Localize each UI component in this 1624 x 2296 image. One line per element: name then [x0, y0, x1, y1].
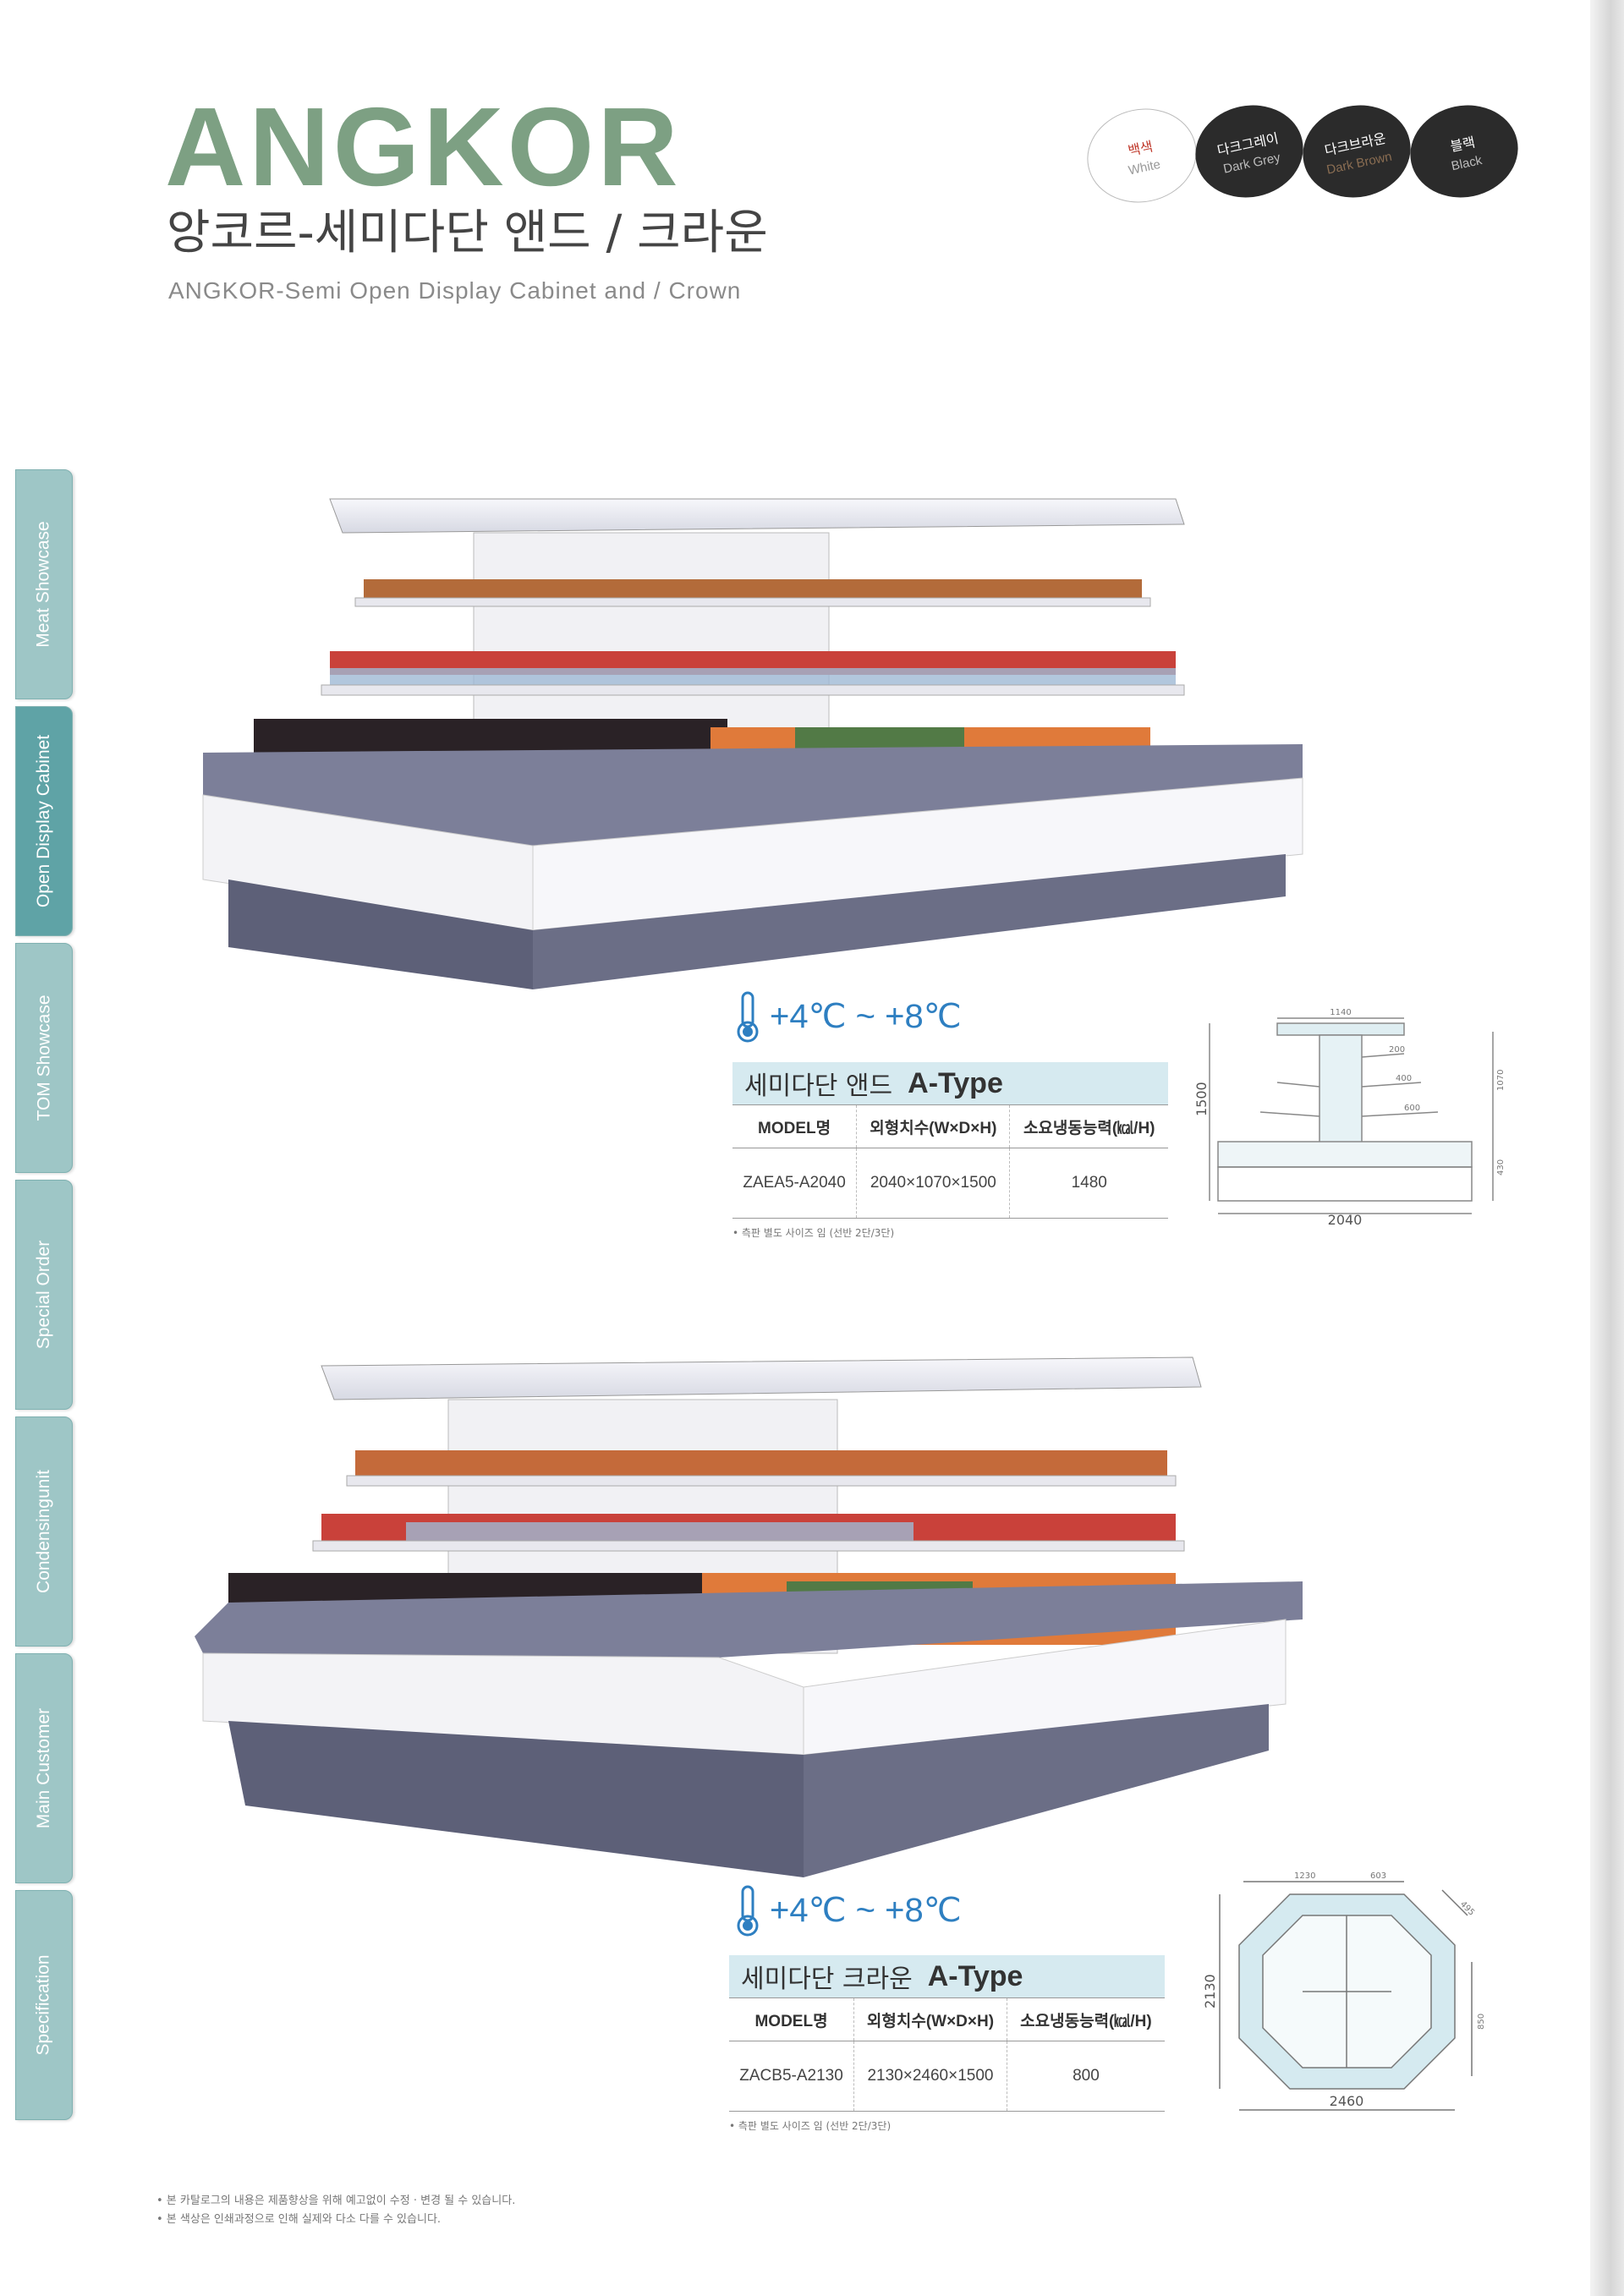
svg-text:430: 430: [1496, 1159, 1506, 1175]
color-swatch-dark-grey: 다크그레이 Dark Grey: [1187, 95, 1312, 208]
korean-title: 앙코르-세미다단 앤드 / 크라운: [167, 205, 768, 260]
crown-cabinet-image: [195, 1356, 1303, 1877]
end-cabinet-dimension-drawing: 1140 200 400 600 1070 430 1500 2040: [1193, 1008, 1506, 1228]
spec-grid-2: MODEL명 외형치수(W×D×H) 소요냉동능력(㎉/H) ZACB5-A21…: [729, 1997, 1165, 2112]
svg-text:1070: 1070: [1496, 1070, 1506, 1091]
binding-edge: [1590, 0, 1624, 2296]
svg-text:2460: 2460: [1330, 2093, 1364, 2109]
thermometer-icon: [737, 991, 759, 1043]
tab-meat-showcase[interactable]: Meat Showcase: [15, 469, 73, 699]
end-cabinet-image: [202, 498, 1303, 989]
svg-text:600: 600: [1404, 1104, 1420, 1113]
spec-note-1: • 측판 별도 사이즈 임 (선반 2단/3단): [732, 1227, 895, 1239]
tab-condensingunit[interactable]: Condensingunit: [15, 1417, 73, 1647]
crown-cabinet-dimension-drawing: 1230 603 495 850 2130 2460: [1202, 1871, 1486, 2111]
color-swatch-black: 블랙 Black: [1402, 95, 1527, 208]
table-row: ZACB5-A2130 2130×2460×1500 800: [729, 2041, 1165, 2112]
svg-text:1230: 1230: [1294, 1871, 1315, 1881]
tab-specification[interactable]: Specification: [15, 1890, 73, 2120]
temperature-range-2: +4℃ ~ +8℃: [732, 1883, 962, 1937]
spec-grid-1: MODEL명 외형치수(W×D×H) 소요냉동능력(㎉/H) ZAEA5-A20…: [732, 1104, 1168, 1219]
color-swatch-dark-brown: 다크브라운 Dark Brown: [1294, 95, 1419, 208]
tab-main-customer[interactable]: Main Customer: [15, 1653, 73, 1883]
svg-text:850: 850: [1477, 2014, 1486, 2030]
color-swatches: 백색 White 다크그레이 Dark Grey 다크브라운 Dark Brow…: [1078, 95, 1527, 213]
tab-tom-showcase[interactable]: TOM Showcase: [15, 943, 73, 1173]
thermometer-icon: [737, 1885, 759, 1937]
color-swatch-white: 백색 White: [1078, 98, 1206, 213]
tab-open-display-cabinet[interactable]: Open Display Cabinet: [15, 706, 73, 936]
temperature-range-1: +4℃ ~ +8℃: [732, 989, 962, 1044]
table-row: ZAEA5-A2040 2040×1070×1500 1480: [732, 1148, 1168, 1219]
svg-text:200: 200: [1389, 1045, 1405, 1055]
footnotes: • 본 카탈로그의 내용은 제품향상을 위해 예고없이 수정 · 변경 될 수 …: [156, 2195, 516, 2226]
svg-text:603: 603: [1370, 1871, 1386, 1881]
spec-note-2: • 측판 별도 사이즈 임 (선반 2단/3단): [729, 2120, 892, 2132]
brand-title: ANGKOR: [165, 85, 682, 209]
svg-text:1500: 1500: [1193, 1082, 1210, 1116]
svg-text:2130: 2130: [1202, 1974, 1218, 2008]
svg-text:495: 495: [1458, 1899, 1476, 1917]
svg-text:2040: 2040: [1328, 1212, 1363, 1228]
english-title: ANGKOR-Semi Open Display Cabinet and / C…: [168, 277, 742, 304]
svg-text:1140: 1140: [1330, 1008, 1351, 1017]
tab-special-order[interactable]: Special Order: [15, 1180, 73, 1410]
svg-text:400: 400: [1396, 1074, 1412, 1083]
